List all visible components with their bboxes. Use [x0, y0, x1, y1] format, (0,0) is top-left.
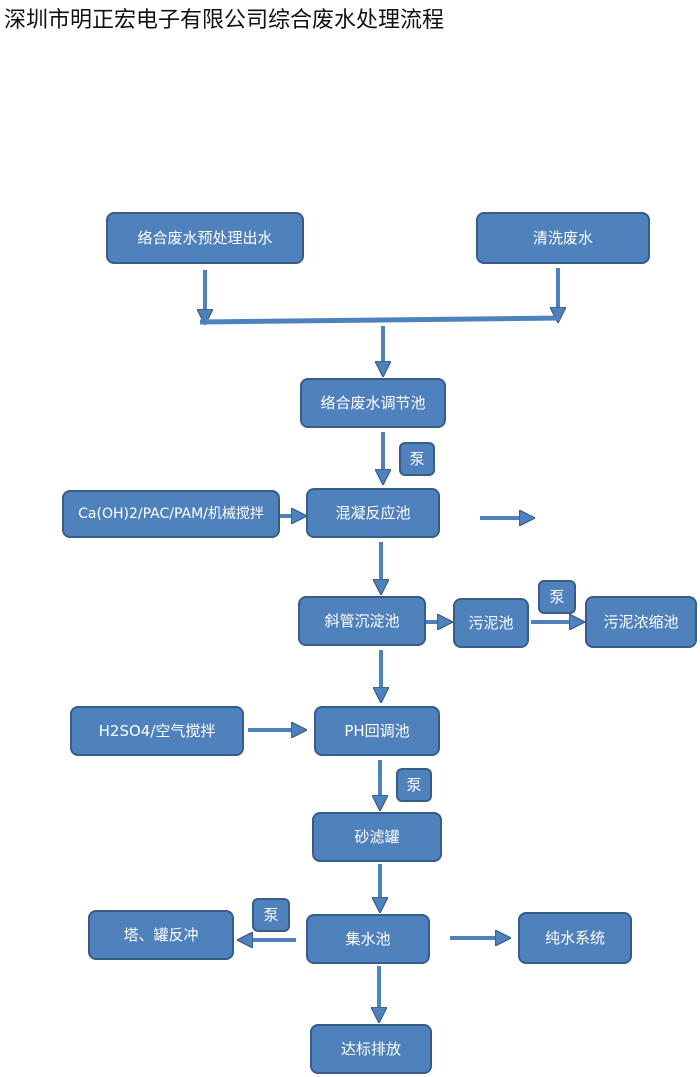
inclined-settler-box: 斜管沉淀池 [298, 596, 426, 646]
pretreat-effluent-box: 络合废水预处理出水 [106, 212, 304, 264]
chemicals-box: Ca(OH)2/PAC/PAM/机械搅拌 [62, 490, 280, 538]
rinse-wastewater-box: 清洗废水 [476, 212, 650, 264]
merge-line [199, 315, 561, 325]
pump-label-4: 泵 [252, 898, 290, 932]
sand-filter-box: 砂滤罐 [312, 812, 442, 862]
discharge-box: 达标排放 [310, 1024, 432, 1074]
ph-adjust-tank-box: PH回调池 [314, 706, 440, 756]
page-title: 深圳市明正宏电子有限公司综合废水处理流程 [4, 8, 445, 33]
coagulation-tank-box: 混凝反应池 [306, 488, 440, 538]
pump-label-3: 泵 [396, 768, 432, 802]
backwash-box: 塔、罐反冲 [88, 910, 234, 960]
sludge-thickener-box: 污泥浓缩池 [585, 596, 697, 648]
collection-tank-box: 集水池 [306, 914, 430, 964]
adjust-tank-box: 络合废水调节池 [300, 378, 446, 428]
acid-air-box: H2SO4/空气搅拌 [70, 706, 244, 756]
sludge-tank-box: 污泥池 [453, 598, 529, 648]
pump-label-1: 泵 [399, 442, 435, 476]
pure-water-system-box: 纯水系统 [518, 912, 632, 964]
pump-label-2: 泵 [538, 580, 576, 614]
